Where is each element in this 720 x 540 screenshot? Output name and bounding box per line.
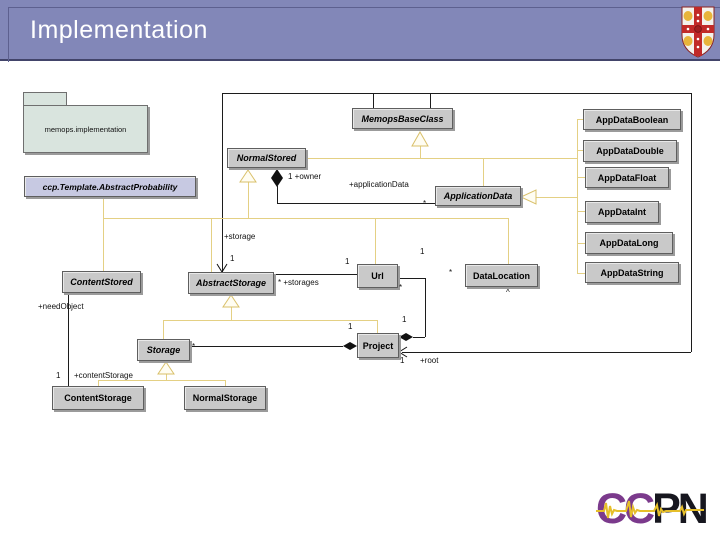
generalization-line xyxy=(577,119,584,120)
generalization-line xyxy=(163,320,377,321)
generalization-line xyxy=(163,320,164,339)
association-line xyxy=(68,293,69,386)
association-line xyxy=(277,203,436,204)
generalization-line xyxy=(377,320,378,333)
generalization-line xyxy=(103,197,104,272)
multiplicity-label: * xyxy=(192,342,196,351)
generalization-line xyxy=(166,374,167,380)
class-appdatadouble: AppDataDouble xyxy=(583,140,677,162)
multiplicity-label: 1 xyxy=(345,257,350,266)
class-memopsbaseclass: MemopsBaseClass xyxy=(352,108,453,129)
multiplicity-label: 1 xyxy=(402,315,407,324)
class-contentstored: ContentStored xyxy=(62,271,141,293)
generalization-line xyxy=(375,218,376,264)
role-label-applicationdata: +applicationData xyxy=(349,180,409,189)
multiplicity-label: * xyxy=(449,268,453,277)
role-label-storage: +storage xyxy=(224,232,256,241)
generalization-line xyxy=(577,150,584,151)
generalization-line xyxy=(103,218,508,219)
class-project: Project xyxy=(357,333,399,358)
multiplicity-label: 1 xyxy=(420,247,425,256)
cambridge-crest-icon xyxy=(681,6,715,58)
ccpn-waveform-icon xyxy=(596,500,704,519)
multiplicity-label: * xyxy=(423,199,427,208)
generalization-line xyxy=(248,182,249,218)
generalization-triangle-icon xyxy=(239,169,257,183)
generalization-line xyxy=(577,273,585,274)
generalization-line xyxy=(231,307,232,320)
generalization-line xyxy=(483,158,484,187)
generalization-triangle-icon xyxy=(411,130,429,147)
generalization-line xyxy=(98,380,225,381)
multiplicity-label: * xyxy=(399,283,403,292)
composition-diamond-icon xyxy=(399,333,413,341)
association-line xyxy=(413,337,425,338)
generalization-line xyxy=(420,146,421,158)
association-line xyxy=(222,93,223,272)
arrowhead-mark: ^ xyxy=(506,288,510,297)
class-contentstorage: ContentStorage xyxy=(52,386,144,410)
association-line xyxy=(373,93,374,110)
generalization-line xyxy=(307,158,577,159)
association-line xyxy=(430,93,431,110)
class-abstractstorage: AbstractStorage xyxy=(188,272,274,294)
generalization-line xyxy=(577,119,578,274)
class-applicationdata: ApplicationData xyxy=(435,186,521,206)
generalization-line xyxy=(98,380,99,386)
multiplicity-label: 1 xyxy=(230,254,235,263)
generalization-line xyxy=(577,177,585,178)
association-line xyxy=(402,352,691,353)
association-line xyxy=(277,186,278,203)
multiplicity-label: 1 xyxy=(400,356,405,365)
multiplicity-label: 1 xyxy=(56,371,61,380)
generalization-line xyxy=(225,380,226,386)
title-bar-inset-border xyxy=(8,7,720,62)
role-label-owner: 1 +owner xyxy=(288,172,322,181)
slide-title-bar: Implementation xyxy=(0,0,720,62)
class-normalstored: NormalStored xyxy=(227,148,306,168)
generalization-line xyxy=(577,211,585,212)
association-line xyxy=(425,278,426,337)
class-datalocation: DataLocation xyxy=(465,264,538,287)
generalization-line xyxy=(508,218,509,264)
package-label: memops.implementation xyxy=(44,124,127,134)
association-line xyxy=(222,93,691,94)
generalization-triangle-icon xyxy=(157,361,175,375)
class-appdatafloat: AppDataFloat xyxy=(585,167,669,188)
role-label-storages: * +storages xyxy=(278,278,319,287)
generalization-line xyxy=(577,243,585,244)
generalization-line xyxy=(211,218,212,273)
role-label-needobject: +needObject xyxy=(38,302,84,311)
class-abstractprobability: ccp.Template.AbstractProbability xyxy=(24,176,196,197)
composition-diamond-icon xyxy=(271,169,283,187)
association-line xyxy=(190,346,343,347)
association-line xyxy=(274,274,357,275)
package-tab xyxy=(23,92,67,106)
multiplicity-label: 1 xyxy=(348,322,353,331)
generalization-triangle-icon xyxy=(519,189,537,205)
role-label-root: +root xyxy=(420,356,439,365)
composition-diamond-icon xyxy=(343,342,357,350)
class-normalstorage: NormalStorage xyxy=(184,386,266,410)
association-line xyxy=(398,278,425,279)
role-label-contentstorage: +contentStorage xyxy=(74,371,133,380)
class-appdatalong: AppDataLong xyxy=(585,232,673,254)
generalization-line xyxy=(536,197,577,198)
class-storage: Storage xyxy=(137,339,190,361)
class-appdataboolean: AppDataBoolean xyxy=(583,109,681,130)
class-url: Url xyxy=(357,264,398,288)
package-memops-implementation: memops.implementation xyxy=(23,105,148,153)
page-title: Implementation xyxy=(30,16,208,44)
ccpn-logo: CCPN xyxy=(596,486,709,534)
generalization-triangle-icon xyxy=(222,294,240,308)
class-appdatastring: AppDataString xyxy=(585,262,679,283)
class-appdataint: AppDataInt xyxy=(585,201,659,223)
association-line xyxy=(691,93,692,352)
